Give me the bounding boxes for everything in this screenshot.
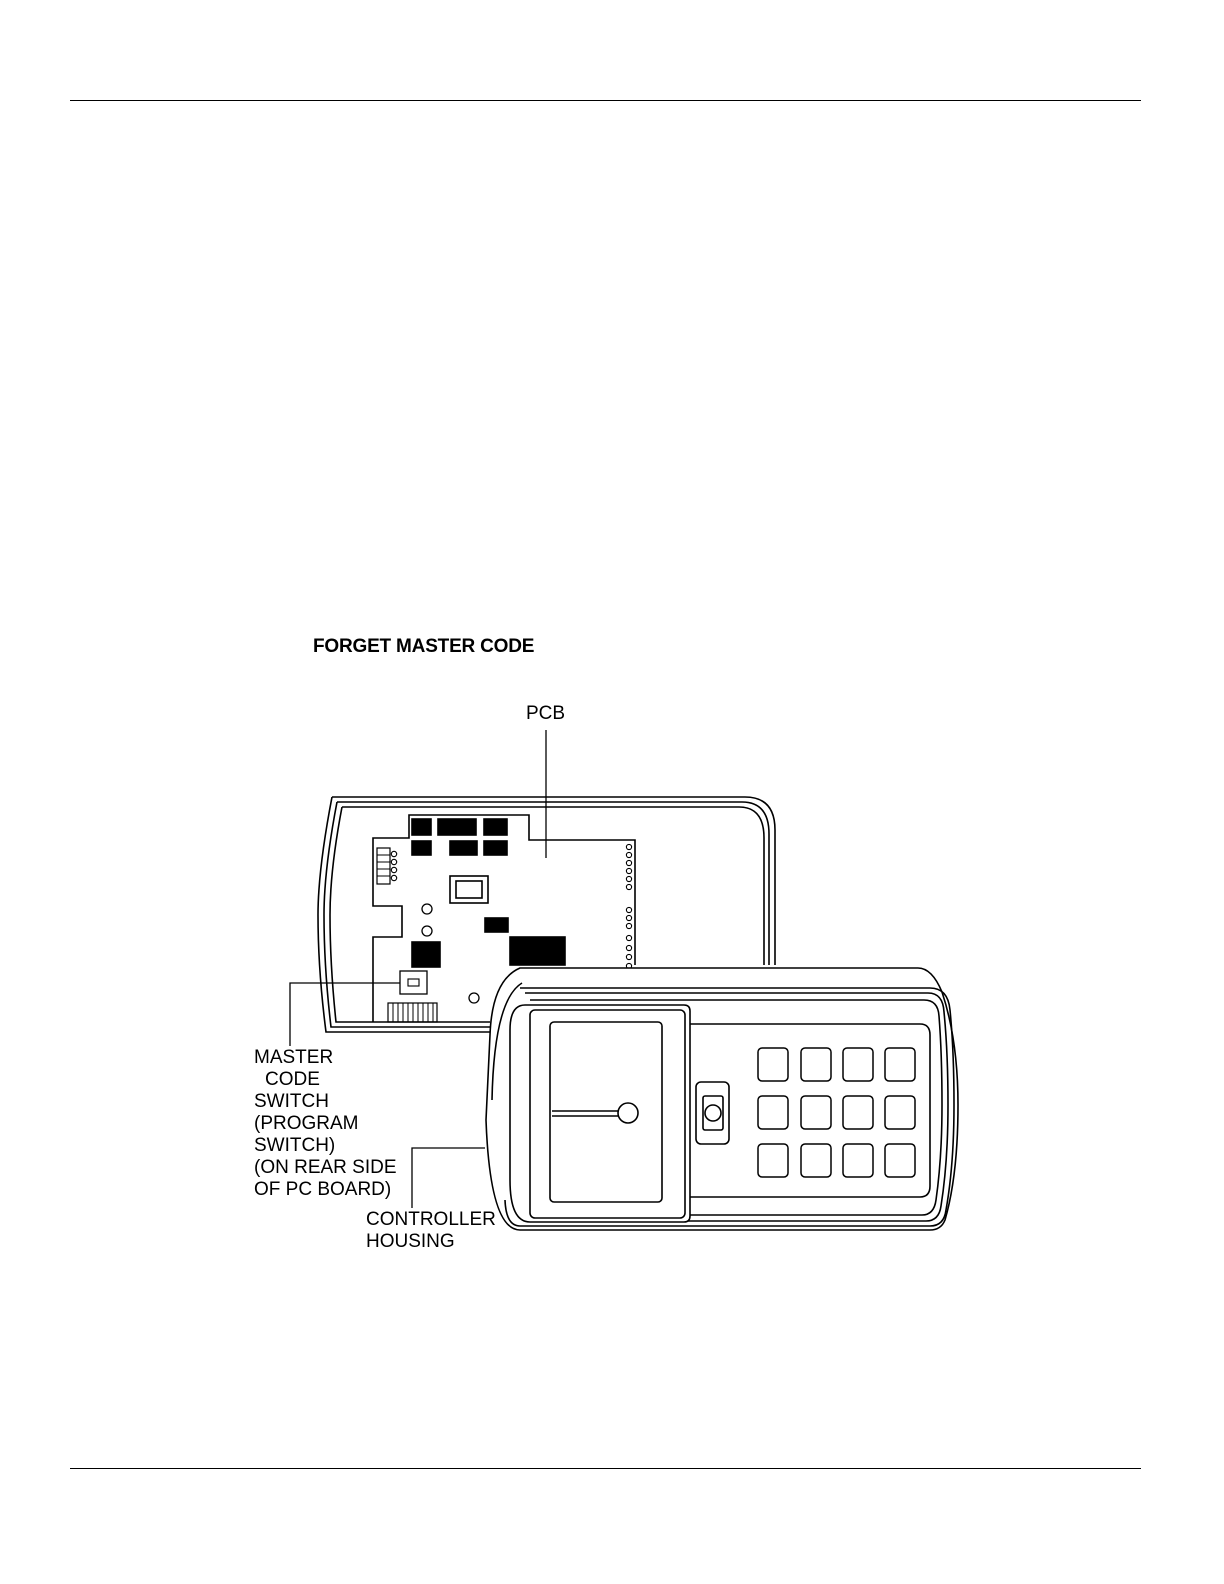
label-line: SWITCH	[254, 1091, 397, 1113]
pcb-label: PCB	[526, 703, 565, 725]
label-line: SWITCH)	[254, 1135, 397, 1157]
master-code-switch-label: MASTER CODE SWITCH (PROGRAM SWITCH) (ON …	[254, 1047, 397, 1201]
label-line: (ON REAR SIDE	[254, 1157, 397, 1179]
label-line: MASTER	[254, 1047, 397, 1069]
controller-housing-label: CONTROLLER HOUSING	[366, 1209, 496, 1253]
label-line: HOUSING	[366, 1231, 496, 1253]
label-line: OF PC BOARD)	[254, 1179, 397, 1201]
label-line: CODE	[254, 1069, 397, 1091]
label-line: (PROGRAM	[254, 1113, 397, 1135]
label-line: CONTROLLER	[366, 1209, 496, 1231]
controller-housing	[486, 968, 958, 1230]
